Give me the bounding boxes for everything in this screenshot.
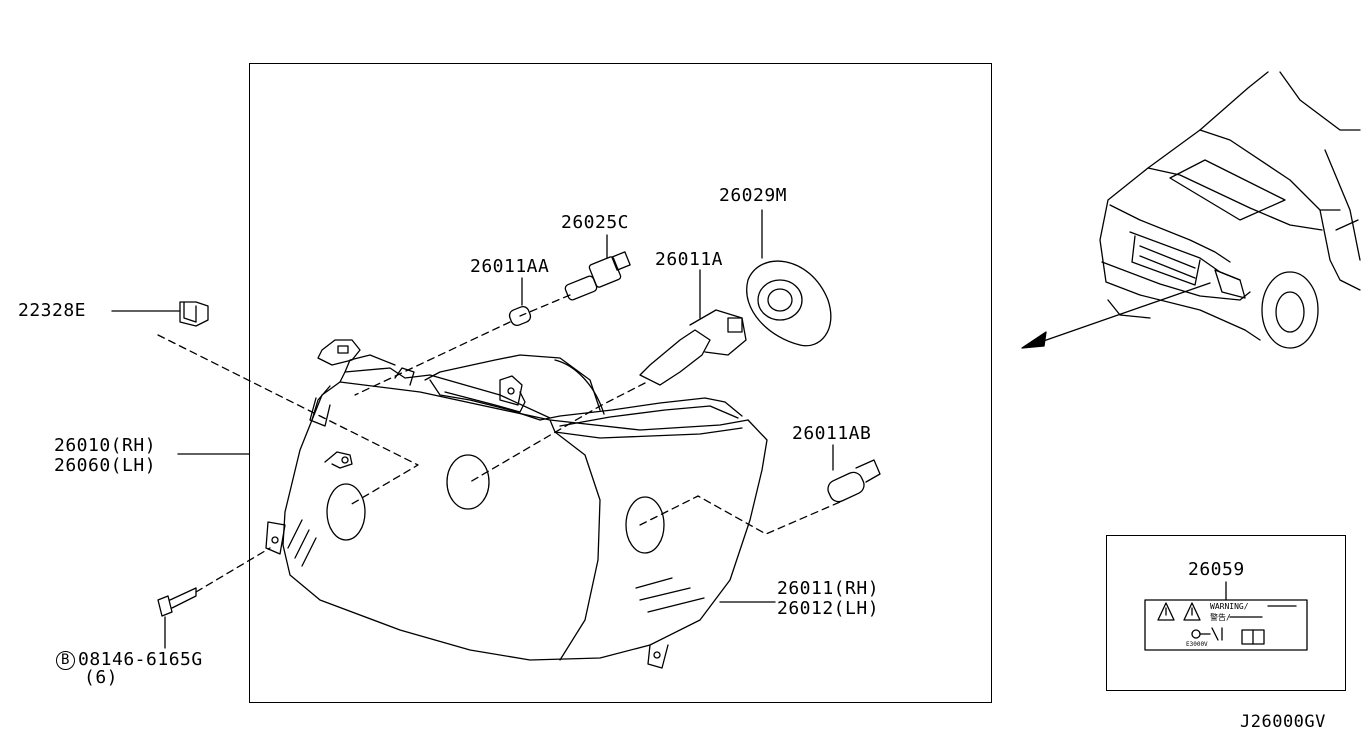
part-label-26011-rh: 26011(RH) [777, 578, 880, 599]
part-label-26011AA: 26011AA [470, 256, 550, 277]
bulb-26011AA [508, 277, 532, 327]
part-label-26010-rh: 26010(RH) [54, 435, 157, 456]
warning-text-line3: E3000V [1186, 641, 1208, 648]
direction-arrow [1021, 282, 1211, 349]
headlamp-assembly-frame [249, 63, 992, 703]
bolt-08146-6165G [157, 587, 197, 649]
part-label-26011AB: 26011AB [792, 423, 872, 444]
part-label-26059: 26059 [1188, 559, 1245, 580]
bulb-26011A [639, 269, 747, 386]
socket-26025C [564, 234, 631, 301]
bolt-quantity: (6) [84, 667, 119, 688]
diagram-reference-code: J26000GV [1240, 712, 1326, 732]
part-label-22328E: 22328E [18, 300, 87, 321]
warning-text-line2: 警告/ [1210, 613, 1231, 622]
clip-22328E [111, 301, 209, 327]
part-label-26025C: 26025C [561, 212, 630, 233]
cover-26029M [746, 209, 832, 347]
part-label-26011A: 26011A [655, 249, 724, 270]
assembly-lines [157, 294, 841, 593]
part-label-26012-lh: 26012(LH) [777, 598, 880, 619]
leader-lines [177, 453, 1227, 603]
vehicle-sketch [1099, 71, 1361, 349]
part-label-26060-lh: 26060(LH) [54, 455, 157, 476]
warning-label-drawing [1144, 599, 1308, 651]
bolt-part-number: 08146-6165G [78, 649, 203, 670]
bulb-26011AB [827, 444, 881, 503]
bolt-symbol: B [56, 651, 75, 670]
part-label-26029M: 26029M [719, 185, 788, 206]
warning-text-line1: WARNING/ [1210, 602, 1249, 611]
warning-label-frame [1106, 535, 1346, 691]
headlamp-housing [265, 339, 768, 669]
